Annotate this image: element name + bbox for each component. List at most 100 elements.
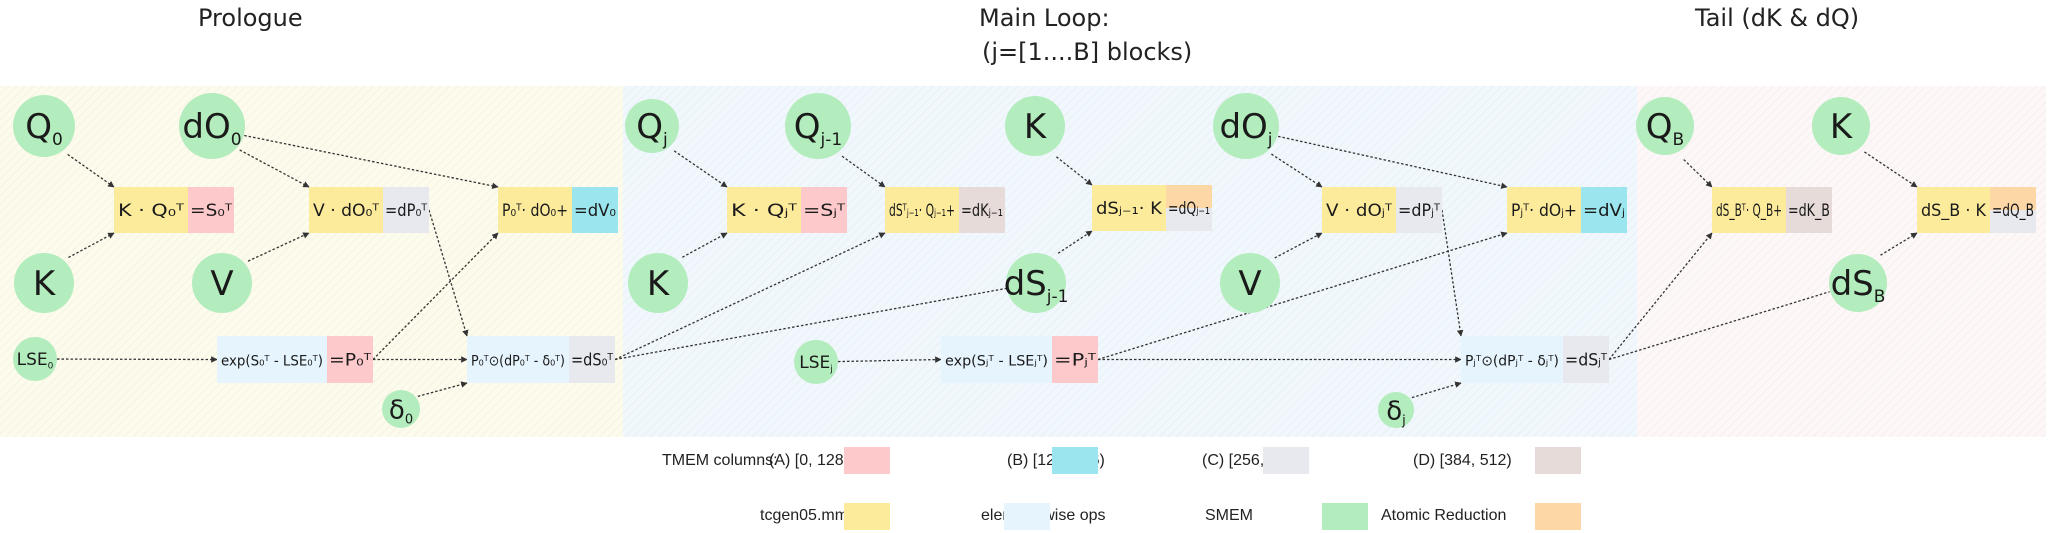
op-left-bg (941, 336, 1052, 383)
legend-tmem-swatch-tmem_d (1535, 447, 1581, 474)
edge-deltaj-to-m_ds (1411, 381, 1462, 399)
smem-node-label: K (1830, 107, 1854, 147)
prologue-title: Prologue (198, 4, 303, 32)
smem-node-circle (192, 253, 252, 313)
legend-tmem-swatch-tmem_b (1052, 447, 1098, 474)
node-base: V (1238, 264, 1261, 304)
smem-node-V_p: V (192, 253, 252, 313)
edge-dO0-to-p_vdo (239, 149, 310, 188)
smem-node-K_p: K (14, 253, 74, 313)
smem-node-label: Qj (636, 107, 668, 150)
smem-node-QB: QB (1636, 97, 1694, 155)
op-right-atomic-bg (1166, 185, 1212, 208)
smem-node-label: Q0 (25, 107, 63, 150)
node-base: Q (794, 107, 821, 147)
node-base: δ (1386, 396, 1402, 426)
smem-node-label: LSE0 (17, 350, 54, 371)
smem-node-label: K (1024, 107, 1048, 147)
op-left-bg (727, 187, 801, 233)
op-right-bg (569, 336, 615, 383)
op-left-bg (217, 336, 327, 383)
op-result: =dP₀ᵀ (385, 201, 427, 221)
node-base: K (647, 264, 671, 304)
op-box-m_exp: exp(Sⱼᵀ - LSEⱼᵀ)=Pⱼᵀ (941, 336, 1098, 383)
op-expression: exp(S₀ᵀ - LSE₀ᵀ) (221, 354, 323, 370)
smem-node-label: dO0 (182, 107, 241, 150)
op-expression: exp(Sⱼᵀ - LSEⱼᵀ) (945, 354, 1048, 370)
op-left-bg (1322, 187, 1396, 233)
smem-node-circle (179, 93, 245, 159)
smem-node-K_m2: K (1005, 96, 1065, 156)
smem-node-circle (13, 95, 75, 157)
smem-node-label: K (33, 264, 57, 304)
op-box-m_dq: dSⱼ₋₁· K=dQⱼ₋₁ (1092, 185, 1212, 231)
node-base: dS (1831, 264, 1874, 304)
legend-kind-swatch-atomic (1535, 503, 1581, 530)
node-base: Q (1646, 107, 1673, 147)
op-right-bg (1396, 187, 1442, 233)
edge-p_vdo-to-p_ds (428, 209, 469, 337)
legend-kind-swatch-elementwise (1004, 503, 1050, 530)
smem-node-circle (382, 390, 420, 428)
smem-node-Q0: Q0 (13, 95, 75, 157)
op-result: =P₀ᵀ (329, 351, 372, 371)
smem-node-circle (14, 253, 74, 313)
edge-m_exp-to-m_dv (1097, 231, 1508, 361)
op-result: =dKⱼ₋₁ (961, 201, 1003, 221)
op-expression: dSᵀⱼ₋₁· Qⱼ₋₁+ (889, 201, 955, 221)
node-base: K (33, 264, 57, 304)
op-left-bg (498, 187, 572, 233)
op-result: =S₀ᵀ (190, 201, 232, 221)
op-left-bg (467, 336, 569, 383)
op-result: =dSⱼᵀ (1565, 351, 1607, 371)
op-box-m_kq: K · Qⱼᵀ=Sⱼᵀ (727, 187, 847, 233)
op-box-m_dk: dSᵀⱼ₋₁· Qⱼ₋₁+ =dKⱼ₋₁ (885, 187, 1005, 233)
legend-tmem-title: TMEM columns: (662, 452, 778, 469)
node-subscript: 0 (231, 130, 242, 150)
op-result: =dVⱼ (1583, 201, 1625, 221)
smem-node-Qj: Qj (625, 99, 679, 153)
edge-K_t-to-t_dq (1864, 151, 1918, 188)
smem-node-circle (1378, 392, 1414, 428)
smem-node-circle (794, 340, 838, 384)
smem-node-label: dOj (1219, 107, 1272, 150)
smem-node-K_m1: K (628, 253, 688, 313)
smem-node-label: K (647, 264, 671, 304)
legend-kind-label: tcgen05.mma (760, 507, 857, 524)
smem-node-label: V (210, 264, 233, 304)
op-box-p_vdo: V · dO₀ᵀ=dP₀ᵀ (309, 187, 429, 233)
edge-m_ds-to-t_dk (1608, 232, 1713, 360)
legend-kind-label: SMEM (1205, 507, 1253, 524)
op-left-bg (309, 187, 383, 233)
op-right-bg (327, 336, 373, 383)
legend-kind-swatch-mma (844, 503, 890, 530)
node-subscript: B (1673, 130, 1685, 150)
smem-node-circle (1829, 254, 1887, 312)
smem-node-circle (1005, 96, 1065, 156)
region-prologue-hatch (0, 86, 623, 437)
edge-Qj-to-m_kq (673, 150, 728, 188)
op-expression: dSⱼ₋₁· K (1096, 199, 1163, 219)
main-loop-subtitle: (j=[1....B] blocks) (982, 38, 1193, 66)
node-base: LSE (799, 353, 830, 373)
smem-node-circle (1220, 253, 1280, 313)
op-expression: K · Qⱼᵀ (731, 201, 798, 221)
edge-V_p-to-p_vdo (247, 232, 310, 262)
smem-node-label: dSB (1831, 264, 1886, 307)
op-right-bg (1052, 336, 1098, 383)
node-base: V (210, 264, 233, 304)
node-base: dS (1004, 264, 1047, 304)
op-result: =dK_B (1788, 201, 1830, 221)
edge-Q0-to-p_kq (67, 153, 115, 188)
smem-node-deltaj: δj (1378, 392, 1414, 429)
smem-node-dSB: dSB (1829, 254, 1887, 312)
edge-dOj-to-m_dv (1277, 135, 1508, 189)
smem-node-K_t: K (1812, 97, 1870, 155)
op-right-bg (188, 187, 234, 233)
edge-p_ds-to-dSj1 (614, 287, 1007, 361)
edge-dSj1-to-m_dq (1057, 230, 1093, 254)
op-expression: P₀ᵀ⊙(dP₀ᵀ - δ₀ᵀ) (471, 354, 565, 370)
node-subscript: 0 (405, 413, 413, 428)
node-base: dO (182, 107, 230, 147)
op-box-m_vdo: V · dOⱼᵀ=dPⱼᵀ (1322, 187, 1442, 233)
